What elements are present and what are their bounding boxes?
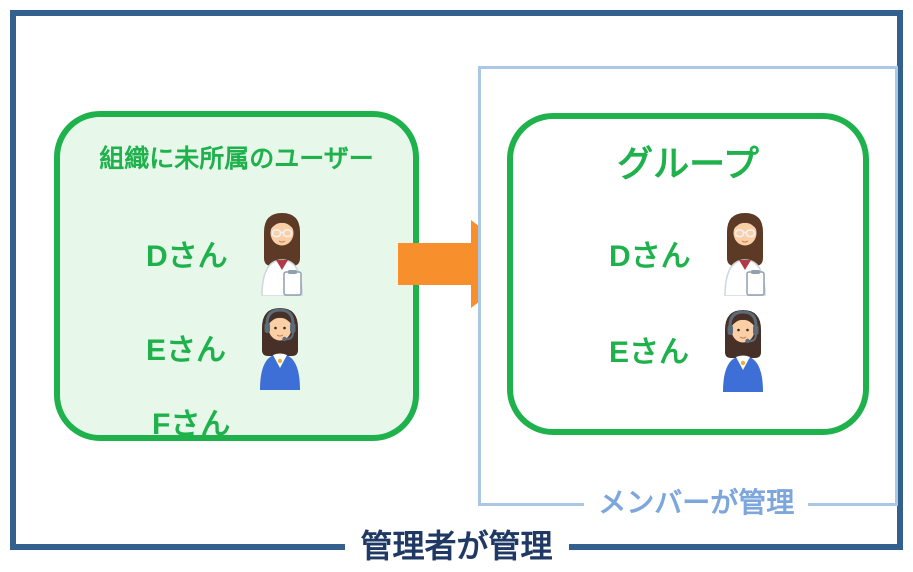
admin-managed-frame: 組織に未所属のユーザー Dさん [10, 10, 903, 550]
member-managed-caption: メンバーが管理 [584, 484, 809, 522]
member-row-d: Dさん [609, 209, 773, 297]
unassigned-users-title: 組織に未所属のユーザー [99, 145, 374, 173]
woman-doctor-avatar-icon [254, 210, 310, 297]
member-name-e: Eさん [609, 336, 690, 369]
member-managed-frame: グループ Dさん [478, 66, 898, 522]
member-row-f: Fさん [152, 399, 230, 443]
woman-doctor-avatar-icon [717, 210, 773, 297]
member-row-e: Eさん [146, 303, 308, 391]
member-name-d: Dさん [609, 240, 691, 273]
member-name-e: Eさん [146, 334, 227, 367]
group-title: グループ [617, 143, 759, 184]
woman-operator-avatar-icon [715, 306, 771, 392]
member-name-d: Dさん [146, 240, 228, 273]
woman-operator-avatar-icon [252, 304, 308, 390]
admin-managed-caption: 管理者が管理 [344, 524, 569, 568]
member-row-d: Dさん [146, 209, 310, 297]
member-row-e: Eさん [609, 305, 771, 393]
group-box: グループ Dさん [507, 113, 869, 435]
unassigned-users-box: 組織に未所属のユーザー Dさん [54, 111, 419, 441]
member-name-f: Fさん [152, 408, 231, 441]
